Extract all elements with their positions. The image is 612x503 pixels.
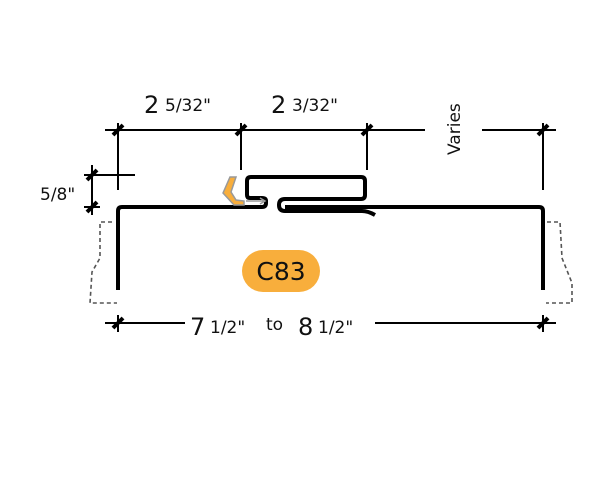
- bottom-max-fraction: 1/2": [318, 318, 353, 338]
- bottom-to-label: to: [266, 315, 283, 335]
- left-panel-hook: [116, 175, 376, 290]
- top-middle-fraction: 3/32": [292, 96, 338, 116]
- clip-icon: [222, 176, 245, 206]
- substrate-outlines: [89, 221, 573, 304]
- badge-background: [242, 250, 320, 292]
- top-left-whole: 2: [144, 91, 159, 119]
- top-left-fraction: 5/32": [165, 96, 211, 116]
- bottom-min-fraction: 1/2": [210, 318, 245, 338]
- left-substrate-dashed: [89, 221, 117, 304]
- bottom-min-whole: 7: [190, 313, 205, 341]
- dimension-lines: [84, 123, 556, 332]
- right-substrate-dashed: [546, 221, 573, 304]
- side-dimension-label: 5/8": [40, 185, 75, 205]
- badge-label: C83: [256, 257, 305, 286]
- fastener-icon: [246, 197, 267, 205]
- clip: [222, 176, 267, 206]
- top-middle-whole: 2: [271, 91, 286, 119]
- varies-label: Varies: [445, 103, 465, 155]
- panel-profile: [116, 175, 545, 290]
- tick-marks: [85, 123, 550, 330]
- right-panel-top: [285, 205, 545, 290]
- profile-badge: C83: [242, 250, 320, 292]
- bottom-max-whole: 8: [298, 313, 313, 341]
